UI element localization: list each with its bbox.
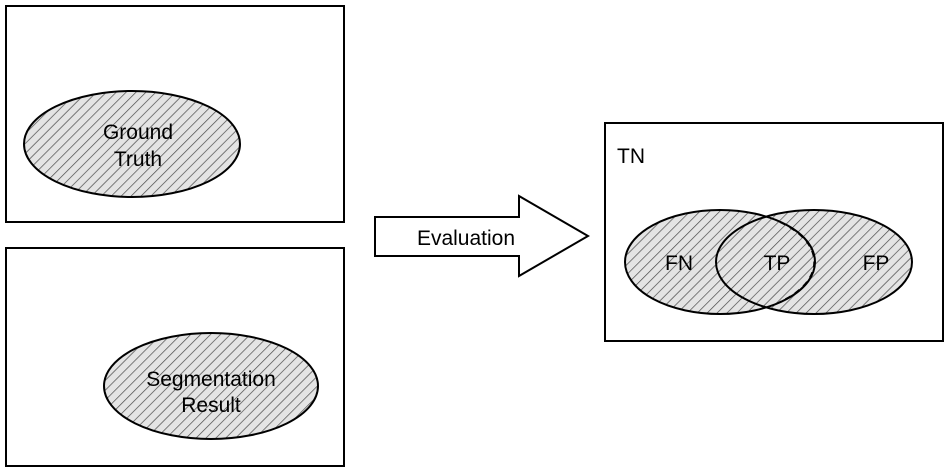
segmentation-outline (103, 332, 319, 440)
segmentation-label-line2: Result (181, 394, 241, 417)
fp-label: FP (863, 252, 890, 275)
ground-truth-panel: Ground Truth (5, 5, 345, 223)
evaluation-panel: TN FN TP FP (604, 122, 944, 342)
evaluation-arrow-label: Evaluation (417, 227, 515, 250)
segmentation-region (104, 333, 318, 439)
tn-label: TN (617, 145, 645, 168)
tp-label: TP (764, 252, 791, 275)
ground-truth-outline (23, 90, 241, 198)
evaluation-arrow: Evaluation (374, 194, 590, 278)
tp-boundary-dashed (779, 221, 816, 303)
ground-truth-label-line1: Ground (103, 121, 173, 144)
segmentation-label-line1: Segmentation (146, 368, 276, 391)
ground-truth-region (24, 91, 240, 197)
fp-region-outline (715, 209, 913, 315)
fn-label: FN (665, 252, 693, 275)
evaluation-arrow-shape (374, 194, 590, 278)
ground-truth-label-line2: Truth (114, 148, 162, 171)
segmentation-panel: Segmentation Result (5, 247, 345, 467)
